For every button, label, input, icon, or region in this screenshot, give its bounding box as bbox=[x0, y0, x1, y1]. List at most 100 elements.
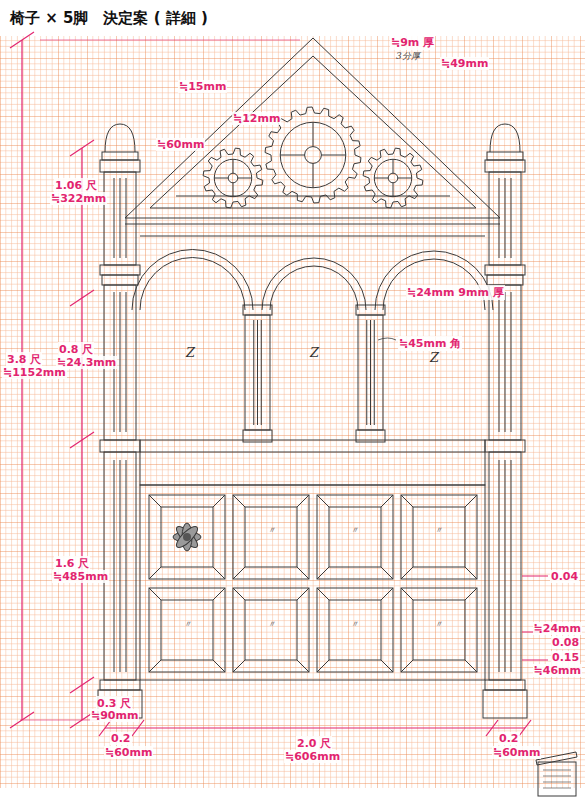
bevel bbox=[149, 567, 161, 579]
raised-panel bbox=[233, 495, 309, 579]
ring bbox=[100, 440, 140, 452]
gear-spoke bbox=[233, 183, 234, 197]
gear-spoke bbox=[313, 163, 314, 187]
flute bbox=[126, 292, 127, 432]
dimension-label: 3.8 尺 bbox=[6, 352, 42, 367]
seat-rail bbox=[140, 440, 485, 485]
logo-line bbox=[543, 770, 571, 771]
panel-outer bbox=[317, 495, 393, 579]
arch-outer bbox=[262, 258, 366, 310]
dimension-label: ≒606mm bbox=[284, 750, 341, 763]
dimension-label: ≒15mm bbox=[178, 80, 227, 93]
chair-illustration bbox=[98, 38, 527, 718]
flute bbox=[374, 320, 375, 425]
bevel bbox=[465, 660, 477, 672]
dimension-label: ≒60mm bbox=[104, 746, 153, 759]
tick bbox=[70, 677, 94, 693]
dimension-label: 0.2 bbox=[498, 732, 520, 745]
bevel bbox=[149, 660, 161, 672]
bevel bbox=[233, 588, 245, 600]
bevel bbox=[297, 588, 309, 600]
left-gear bbox=[203, 148, 263, 208]
bevel bbox=[401, 588, 413, 600]
flute bbox=[120, 178, 121, 258]
dimension-label: 1.6 尺 bbox=[54, 556, 90, 571]
gear-hub bbox=[228, 173, 238, 183]
gear-teeth bbox=[203, 148, 263, 208]
dimension-label: 0.08 bbox=[551, 636, 580, 649]
flute bbox=[114, 460, 115, 672]
panel-inner bbox=[329, 507, 381, 567]
dimension-label: ≒60mm bbox=[492, 746, 541, 759]
gear-spoke bbox=[238, 178, 252, 179]
flute bbox=[257, 320, 258, 425]
pencil-note: Z bbox=[430, 350, 439, 365]
logo-line bbox=[543, 788, 571, 789]
arch-inner bbox=[140, 258, 245, 310]
gear-rim bbox=[280, 122, 346, 188]
bevel bbox=[317, 567, 329, 579]
dimension-label: ≒60mm bbox=[156, 138, 205, 151]
flute bbox=[370, 320, 371, 425]
base-ring bbox=[100, 680, 140, 690]
gear-spoke bbox=[214, 178, 228, 179]
panel-outer bbox=[401, 495, 477, 579]
seat-rail-line bbox=[140, 452, 485, 453]
dimension-line bbox=[81, 148, 82, 720]
page-title: 椅子 × 5脚 決定案 ( 詳細 ) bbox=[10, 9, 208, 28]
logo-line bbox=[543, 782, 571, 783]
ring bbox=[102, 152, 138, 160]
pillar-capital bbox=[356, 305, 385, 315]
capital bbox=[100, 265, 140, 275]
flute bbox=[126, 460, 127, 672]
panel-inner bbox=[245, 507, 297, 567]
gear-rim bbox=[214, 159, 251, 196]
dimension-label: 2.0 尺 bbox=[296, 736, 332, 751]
flute bbox=[511, 460, 512, 672]
tick bbox=[70, 290, 94, 306]
inner-pillar bbox=[356, 305, 385, 442]
flute bbox=[499, 292, 500, 432]
flute bbox=[126, 178, 127, 258]
raised-panel bbox=[317, 495, 393, 579]
dimension-label: 0.15 bbox=[551, 651, 580, 664]
gear-spoke bbox=[398, 178, 412, 179]
gear-spoke bbox=[393, 159, 394, 173]
bevel bbox=[465, 567, 477, 579]
rosette-center bbox=[183, 533, 191, 541]
raised-panel bbox=[401, 588, 477, 672]
panel-inner bbox=[245, 600, 297, 660]
panel-inner bbox=[161, 600, 213, 660]
tick bbox=[486, 720, 498, 736]
dimension-label: 0.8 尺 bbox=[58, 342, 94, 357]
ring bbox=[100, 160, 140, 172]
bevel bbox=[297, 660, 309, 672]
bevel bbox=[317, 588, 329, 600]
clapperboard-logo bbox=[536, 752, 577, 796]
petal bbox=[174, 524, 201, 551]
base-ring bbox=[485, 680, 525, 690]
dimension-line bbox=[21, 40, 22, 720]
shaft bbox=[489, 452, 521, 680]
panel-outer bbox=[233, 588, 309, 672]
pillar-capital bbox=[243, 305, 272, 315]
tick bbox=[70, 140, 94, 156]
panel-inner bbox=[413, 507, 465, 567]
tick bbox=[519, 720, 531, 736]
gear-hub bbox=[305, 147, 322, 164]
bevel bbox=[213, 588, 225, 600]
gear-spoke bbox=[313, 122, 314, 146]
base bbox=[483, 690, 527, 718]
dimension-label: ≒12mm bbox=[232, 112, 281, 125]
tick bbox=[10, 32, 34, 48]
shaft bbox=[489, 172, 521, 265]
gear-spoke bbox=[280, 155, 304, 156]
dimension-label: ≒45mm 角 bbox=[398, 336, 462, 351]
logo-clapper bbox=[536, 752, 577, 765]
panel-inner bbox=[329, 600, 381, 660]
ring bbox=[485, 160, 525, 172]
raised-panel bbox=[317, 588, 393, 672]
gear-spoke bbox=[393, 183, 394, 197]
pillar-shaft bbox=[358, 315, 383, 430]
